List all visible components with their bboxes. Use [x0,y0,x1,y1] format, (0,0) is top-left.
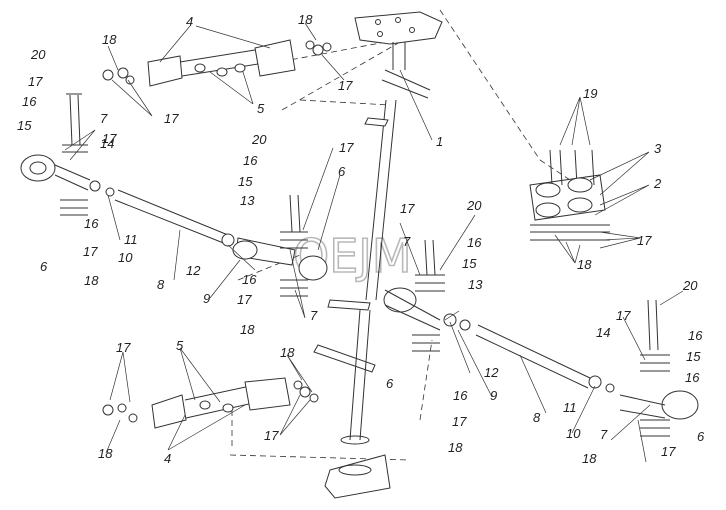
callout-20-c: 20 [466,198,482,213]
callout-20-a: 20 [30,47,46,62]
callout-17-d: 17 [338,78,353,93]
callout-7-b: 7 [310,308,318,323]
callout-6-c: 6 [386,376,394,391]
callout-17-a: 17 [28,74,43,89]
callout-20-d: 20 [682,278,698,293]
callout-6-d: 6 [697,429,705,444]
callout-17-c: 17 [164,111,179,126]
callout-16-a: 16 [22,94,37,109]
callout-16-b: 16 [84,216,99,231]
callout-20-b: 20 [251,132,267,147]
callout-7-c: 7 [403,234,411,249]
linkage-left [20,93,328,297]
callout-4-top: 4 [186,14,193,29]
callout-17-n: 17 [102,131,117,146]
callout-18-a: 18 [102,32,117,47]
callout-4-bottom: 4 [164,451,171,466]
callout-18-g: 18 [280,345,295,360]
callout-16-f: 16 [453,388,468,403]
callout-18-h: 18 [98,446,113,461]
callout-3: 3 [654,141,662,156]
callout-16-c: 16 [243,153,258,168]
callout-17-m: 17 [264,428,279,443]
callout-17-l: 17 [116,340,131,355]
callout-15-a: 15 [17,118,32,133]
callout-17-f: 17 [237,292,252,307]
callout-18-e: 18 [577,257,592,272]
callout-labels: 1 2 3 4 4 5 5 6 6 6 6 7 7 7 7 8 8 9 9 10… [17,12,705,466]
callout-11-right: 11 [563,400,577,415]
callout-8-right: 8 [533,410,541,425]
linkage-right [383,239,699,437]
callout-17-e: 17 [339,140,354,155]
callout-17-j: 17 [616,308,631,323]
callout-17-b: 17 [83,244,98,259]
callout-16-g: 16 [688,328,703,343]
callout-19: 19 [583,86,597,101]
callout-7-d: 7 [600,427,608,442]
callout-10-right: 10 [566,426,581,441]
callout-11-left: 11 [124,232,138,247]
callout-15-c: 15 [462,256,477,271]
callout-17-h: 17 [452,414,467,429]
callout-13-right: 13 [468,277,483,292]
steering-column [313,11,443,499]
callout-1: 1 [436,134,443,149]
callout-17-g: 17 [400,201,415,216]
callout-2: 2 [653,176,662,191]
callout-9-left: 9 [203,291,210,306]
callout-18-c: 18 [84,273,99,288]
callout-18-i: 18 [582,451,597,466]
callout-6-b: 6 [40,259,48,274]
callout-18-f: 18 [448,440,463,455]
callout-15-b: 15 [238,174,253,189]
callout-10-left: 10 [118,250,133,265]
callout-16-e: 16 [467,235,482,250]
callout-17-k: 17 [661,444,676,459]
callout-13-left: 13 [240,193,255,208]
clamp-assembly-right [529,149,610,241]
callout-16-d: 16 [242,272,257,287]
callout-14-left: 14 [100,136,114,151]
callout-12-left: 12 [186,263,201,278]
callout-5-top: 5 [257,101,265,116]
callout-8-left: 8 [157,277,165,292]
leader-lines [64,22,684,463]
callout-7-a: 7 [100,111,108,126]
bracket-lower-left [102,377,319,429]
callout-12-right: 12 [484,365,499,380]
callout-5-bottom: 5 [176,338,184,353]
callout-9-right: 9 [490,388,497,403]
callout-6-a: 6 [338,164,346,179]
callout-16-h: 16 [685,370,700,385]
callout-14-right: 14 [596,325,610,340]
callout-18-d: 18 [240,322,255,337]
callout-15-d: 15 [686,349,701,364]
callout-17-i: 17 [637,233,652,248]
bracket-upper-left [102,39,332,87]
callout-18-b: 18 [298,12,313,27]
